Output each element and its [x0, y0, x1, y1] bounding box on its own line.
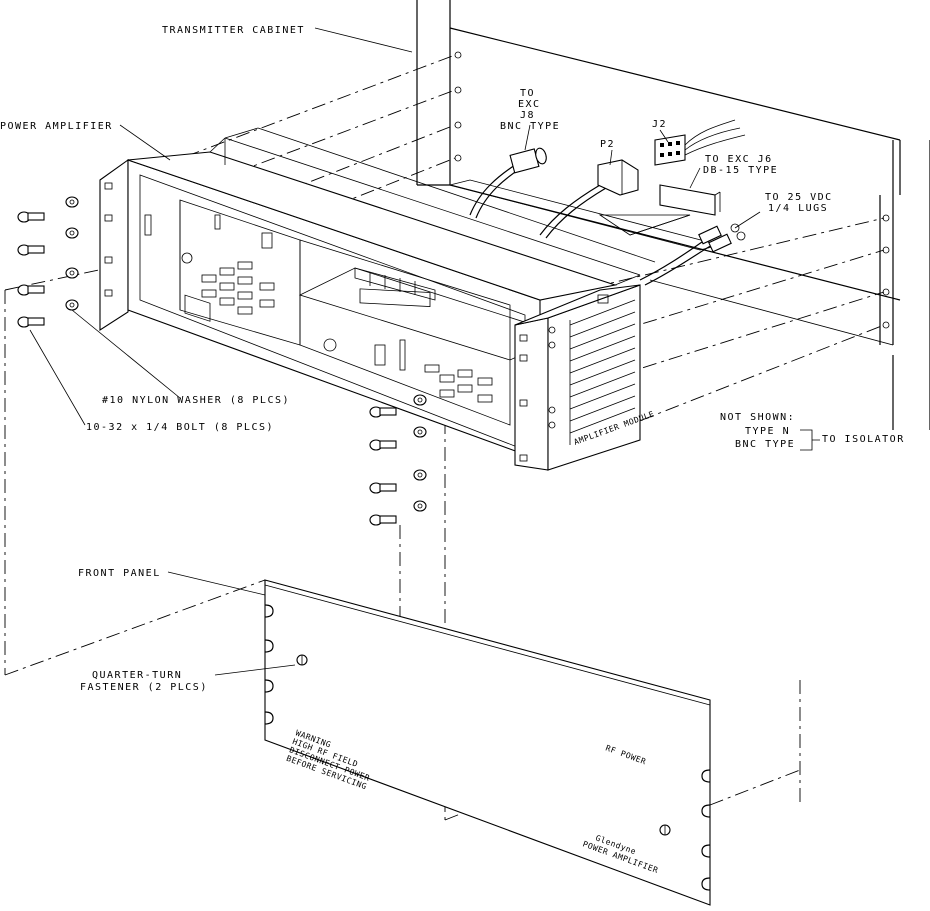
to-exc-j8-line-1: TO [520, 88, 535, 99]
power-amplifier-label: POWER AMPLIFIER [0, 121, 113, 132]
fastener-line-1: QUARTER-TURN [92, 670, 182, 681]
fastener-line-2: FASTENER (2 PLCS) [80, 682, 208, 693]
bolt-label: 10-32 x 1/4 BOLT (8 PLCS) [86, 422, 274, 433]
to-exc-j6-line-2: DB-15 TYPE [703, 165, 778, 176]
quarter-turn-fastener-icon [659, 824, 671, 836]
panel-notches-left [264, 604, 274, 725]
power-amplifier-chassis [99, 127, 656, 461]
bnc-type-label: BNC TYPE [735, 439, 795, 450]
to-25vdc-line-1: TO 25 VDC [765, 192, 833, 203]
heat-sink-fins [569, 299, 636, 445]
front-panel-label: FRONT PANEL [78, 568, 161, 579]
transmitter-cabinet-label: TRANSMITTER CABINET [162, 25, 305, 36]
to-exc-j8-line-2: EXC [518, 99, 541, 110]
front-panel: WARNING HIGH RF FIELD DISCONNECT POWER B… [264, 579, 711, 906]
p2-label: P2 [600, 139, 615, 150]
to-25vdc-line-2: 1/4 LUGS [768, 203, 828, 214]
amplifier-module-front: AMPLIFIER MODULE [514, 284, 656, 471]
nylon-washer-label: #10 NYLON WASHER (8 PLCS) [102, 395, 290, 406]
to-exc-j6-line-1: TO EXC J6 [705, 154, 773, 165]
leader-lines [29, 27, 820, 676]
washer [413, 394, 427, 512]
to-isolator-label: TO ISOLATOR [822, 434, 905, 445]
component-blocks [201, 261, 275, 315]
panel-notches-right [701, 769, 711, 891]
type-n-label: TYPE N [745, 426, 790, 437]
to-exc-j8-line-4: BNC TYPE [500, 121, 560, 132]
not-shown-label: NOT SHOWN: [720, 412, 795, 423]
connector-row [359, 272, 431, 307]
bolt [369, 406, 397, 526]
j2-pins [660, 141, 680, 157]
j2-label: J2 [652, 119, 667, 130]
hardware-left [17, 196, 79, 328]
quarter-turn-fastener-icon [296, 654, 308, 666]
cables [469, 119, 746, 286]
bolt [17, 211, 45, 328]
to-exc-j8-line-3: J8 [520, 110, 535, 121]
washer [65, 196, 79, 311]
hardware-right [369, 394, 427, 526]
